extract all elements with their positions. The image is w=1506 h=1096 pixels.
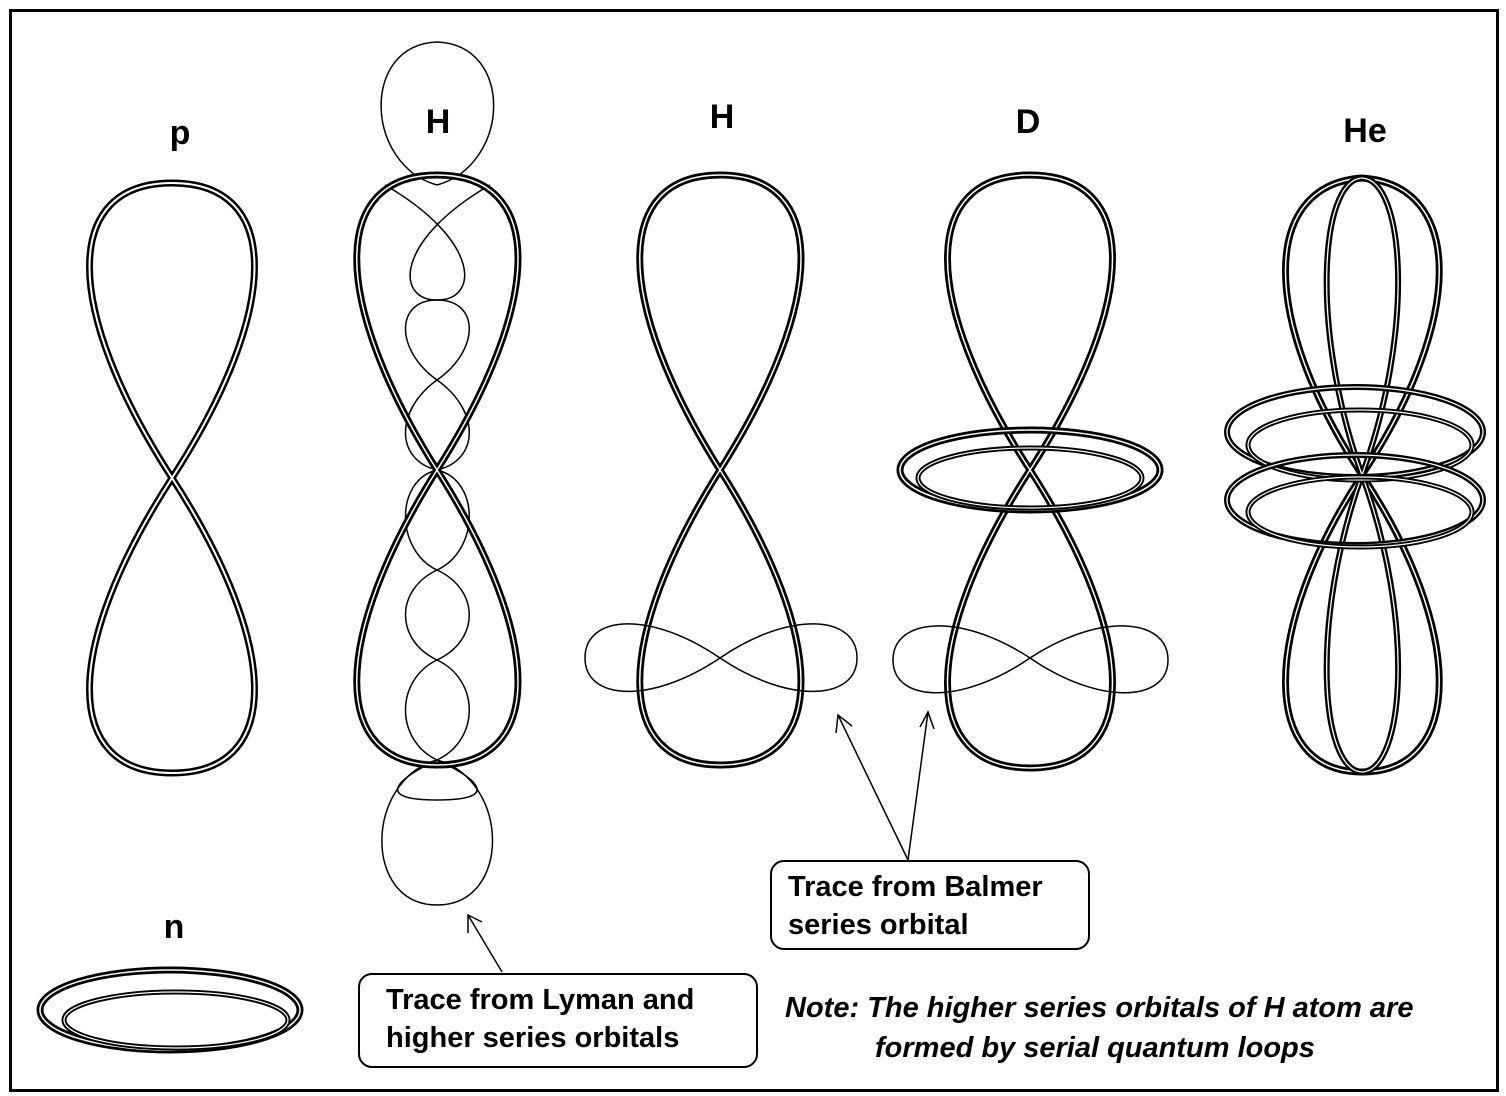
d-balmer-trace-loop xyxy=(892,625,1169,694)
balmer-callout: Trace from Balmer series orbital xyxy=(770,860,1090,950)
h-orbital-balmer xyxy=(584,171,858,769)
d-orbital xyxy=(892,171,1169,772)
note-line2: formed by serial quantum loops xyxy=(875,1032,1315,1064)
lyman-trace-bottom-loop xyxy=(381,759,494,906)
diagram-frame xyxy=(9,9,1499,1092)
he-orbital xyxy=(1224,174,1486,776)
n-ring xyxy=(36,966,304,1054)
lyman-arrow xyxy=(467,913,503,973)
label-h-balmer: H xyxy=(709,98,735,136)
lyman-trace-wave xyxy=(384,184,478,801)
label-p: p xyxy=(169,114,191,152)
lyman-trace-top-loop xyxy=(380,41,495,186)
lyman-callout-line1: Trace from Lyman and xyxy=(386,984,695,1016)
balmer-trace-loop xyxy=(584,623,858,693)
label-h-lyman: H xyxy=(425,103,451,141)
lyman-callout: Trace from Lyman and higher series orbit… xyxy=(358,973,758,1068)
label-d: D xyxy=(1015,103,1041,141)
label-he: He xyxy=(1343,112,1387,150)
h-orbital-lyman xyxy=(353,41,522,906)
balmer-callout-line1: Trace from Balmer xyxy=(788,871,1043,903)
lyman-callout-line2: higher series orbitals xyxy=(386,1022,680,1054)
balmer-callout-line2: series orbital xyxy=(788,909,969,941)
p-orbital-figure-eight xyxy=(86,179,258,777)
label-n: n xyxy=(163,908,185,946)
balmer-arrows xyxy=(835,710,935,861)
note-line1: Note: The higher series orbitals of H at… xyxy=(785,992,1414,1024)
